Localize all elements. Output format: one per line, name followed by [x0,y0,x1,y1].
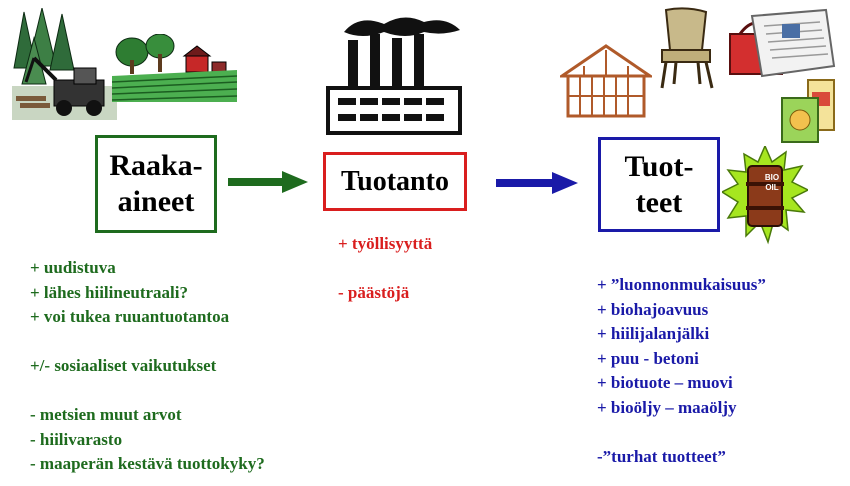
list-item: + bioöljy – maaöljy [597,397,737,417]
production-notes: + työllisyyttä - päästöjä [338,232,432,306]
barrel-label-line1: BIO [764,173,780,182]
list-item: -”turhat tuotteet” [597,446,726,466]
list-item: + puu - betoni [597,348,699,368]
products-title-line1: Tuot- [624,149,694,183]
forest-harvester-icon [12,8,117,120]
bio-oil-barrel-icon [722,146,808,245]
newspaper-bag-icon [729,8,836,78]
list-spacer [597,420,766,445]
list-item: + työllisyyttä [338,234,433,253]
products-notes: + ”luonnonmukaisuus” + biohajoavuus + hi… [597,273,766,469]
list-item: - metsien muut arvot [30,405,182,424]
list-item: - hiilivarasto [30,429,123,449]
products-title-line2: teet [635,185,683,219]
factory-icon [326,17,462,135]
raw-materials-title-line1: Raaka- [109,149,203,182]
raw-materials-notes: + uudistuva + lähes hiilineutraali? + vo… [30,256,265,477]
production-title: Tuotanto [341,165,449,197]
house-frame-icon [560,44,652,118]
list-item: + biohajoavuus [597,299,709,319]
list-item: +/- sosiaaliset vaikutukset [30,356,217,375]
farm-icon [112,34,237,102]
food-package-icon [781,79,835,143]
raw-materials-title-line2: aineet [117,185,195,218]
production-box: Tuotanto [323,152,467,211]
list-spacer [30,330,265,355]
barrel-label-line2: OIL [765,183,779,192]
list-item: - päästöjä [338,283,410,302]
chair-icon [660,7,714,89]
list-spacer [338,257,432,282]
products-box: Tuot- teet [598,137,720,232]
list-item: - maaperän kestävä tuottokyky? [30,454,265,473]
list-item: + ”luonnonmukaisuus” [597,275,766,294]
arrow-raw-to-production [228,171,308,193]
list-spacer [30,379,265,404]
list-item: + voi tukea ruuantuotantoa [30,307,230,326]
list-item: + lähes hiilineutraali? [30,282,188,302]
list-item: + uudistuva [30,258,116,277]
raw-materials-box: Raaka- aineet [95,135,217,233]
arrow-production-to-products [496,172,578,194]
list-item: + hiilijalanjälki [597,324,710,343]
barrel-label: BIO OIL [757,173,787,193]
list-item: + biotuote – muovi [597,373,733,392]
